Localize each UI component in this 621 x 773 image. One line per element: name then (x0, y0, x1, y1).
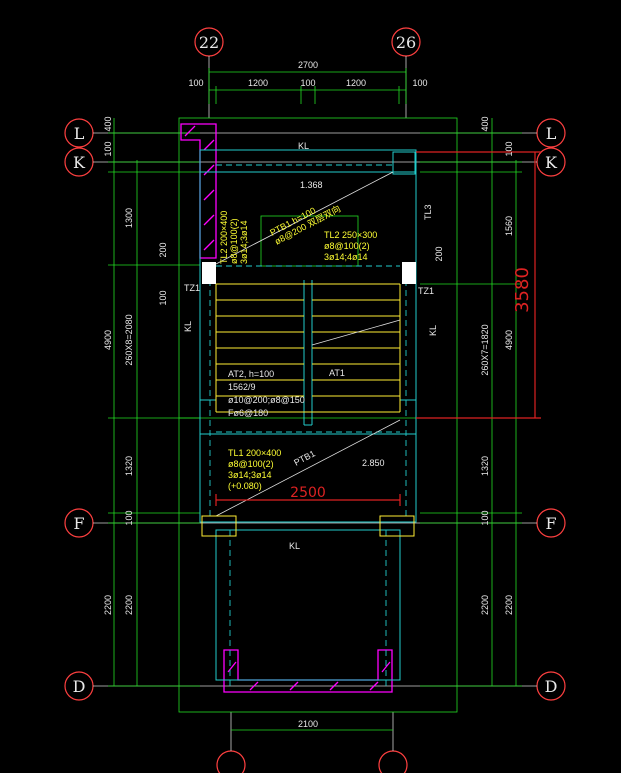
note-tl2-left: TL2 200×400 ø8@100(2) 3ø14;3ø14 (219, 211, 249, 264)
right-dim-400: 400 (480, 116, 490, 131)
note-tl1-line3: 3ø14;3ø14 (228, 470, 272, 480)
top-total-dim: 2700 (298, 60, 318, 70)
axis-D-left-label: D (73, 677, 86, 696)
left-dim-100c: 100 (158, 290, 168, 305)
top-seg-3: 100 (300, 78, 315, 88)
note-at2-line2: 1562/9 (228, 382, 256, 392)
elevation-bottom: 2.850 (362, 458, 385, 468)
note-tl1: TL1 200×400 ø8@100(2) 3ø14;3ø14 (+0.080) (228, 448, 281, 491)
right-dim-100a: 100 (504, 141, 514, 156)
right-dim-100b: 100 (480, 510, 490, 525)
axis-22-label: 22 (199, 33, 219, 52)
left-dim-2200: 2200 (103, 595, 113, 615)
stair-treads (215, 283, 401, 413)
top-seg-1: 100 (188, 78, 203, 88)
axis-D-right-label: D (545, 677, 558, 696)
left-dim-4900: 4900 (103, 330, 113, 350)
tz1-right-label: TZ1 (418, 286, 434, 296)
kl-left-label: KL (183, 321, 193, 332)
kl-top-label: KL (298, 141, 309, 151)
tz1-left-label: TZ1 (184, 283, 200, 293)
bottom-total-dim: 2100 (298, 719, 318, 729)
tl3-label: TL3 (423, 204, 433, 220)
axis-F-left-label: F (73, 514, 84, 533)
left-dim-1300: 1300 (124, 208, 134, 228)
top-seg-2: 1200 (248, 78, 268, 88)
left-dim-100b: 100 (124, 510, 134, 525)
red-dimensions (215, 151, 541, 506)
axis-26-label: 26 (396, 33, 416, 52)
note-tl1-line1: TL1 200×400 (228, 448, 281, 458)
note-tl2-left-line3: 3ø14;3ø14 (239, 220, 249, 264)
note-tl2-left-line1: TL2 200×400 (219, 211, 229, 264)
note-tl1-line4: (+0.080) (228, 481, 262, 491)
note-tl1-line2: ø8@100(2) (228, 459, 274, 469)
left-dim-100a: 100 (103, 141, 113, 156)
top-seg-5: 100 (412, 78, 427, 88)
right-dim-2200b: 2200 (504, 595, 514, 615)
note-tl2-right-line2: ø8@100(2) (324, 241, 370, 251)
left-dim-200: 200 (158, 242, 168, 257)
left-dim-1320: 1320 (124, 456, 134, 476)
note-tl2-left-line2: ø8@100(2) (229, 218, 239, 264)
columns (201, 262, 416, 537)
left-dim-inner: 260X8=2080 (124, 314, 134, 365)
axis-L-left-label: L (74, 124, 85, 143)
note-tl2-right-line1: TL2 250×300 (324, 230, 377, 240)
axis-lines (93, 56, 537, 751)
red-vertical-dimension: 3580 (512, 267, 533, 313)
axis-K-left-label: K (73, 153, 86, 172)
note-at2: AT2, h=100 1562/9 ø10@200;ø8@150 Fø6@180 (228, 369, 305, 418)
dimension-lines (108, 68, 522, 731)
walls (180, 123, 393, 693)
dashed-beams (209, 164, 407, 690)
right-dim-1560: 1560 (504, 216, 514, 236)
right-dim-4900: 4900 (504, 330, 514, 350)
axis-L-right-label: L (546, 124, 557, 143)
note-tl2-right: TL2 250×300 ø8@100(2) 3ø14;4ø14 (324, 230, 377, 262)
kl-bottom-label: KL (289, 541, 300, 551)
left-dim-2200b: 2200 (124, 595, 134, 615)
right-dim-1320: 1320 (480, 456, 490, 476)
right-dim-200: 200 (434, 246, 444, 261)
note-tl2-right-line3: 3ø14;4ø14 (324, 252, 368, 262)
note-at2-line1: AT2, h=100 (228, 369, 274, 379)
axis-bubbles (64, 27, 566, 773)
elevation-top: 1.368 (300, 180, 323, 190)
kl-right-label: KL (428, 325, 438, 336)
top-seg-4: 1200 (346, 78, 366, 88)
at1-label: AT1 (329, 368, 345, 378)
beams (199, 149, 417, 681)
right-dim-inner: 260X7=1820 (480, 324, 490, 375)
note-at2-line4: Fø6@180 (228, 408, 268, 418)
axis-K-right-label: K (545, 153, 558, 172)
left-dim-400: 400 (103, 116, 113, 131)
red-horizontal-dimension: 2500 (290, 485, 326, 501)
ptb1-bottom-label: PTB1 (292, 448, 317, 467)
axis-F-right-label: F (545, 514, 556, 533)
note-at2-line3: ø10@200;ø8@150 (228, 395, 305, 405)
right-dim-2200: 2200 (480, 595, 490, 615)
